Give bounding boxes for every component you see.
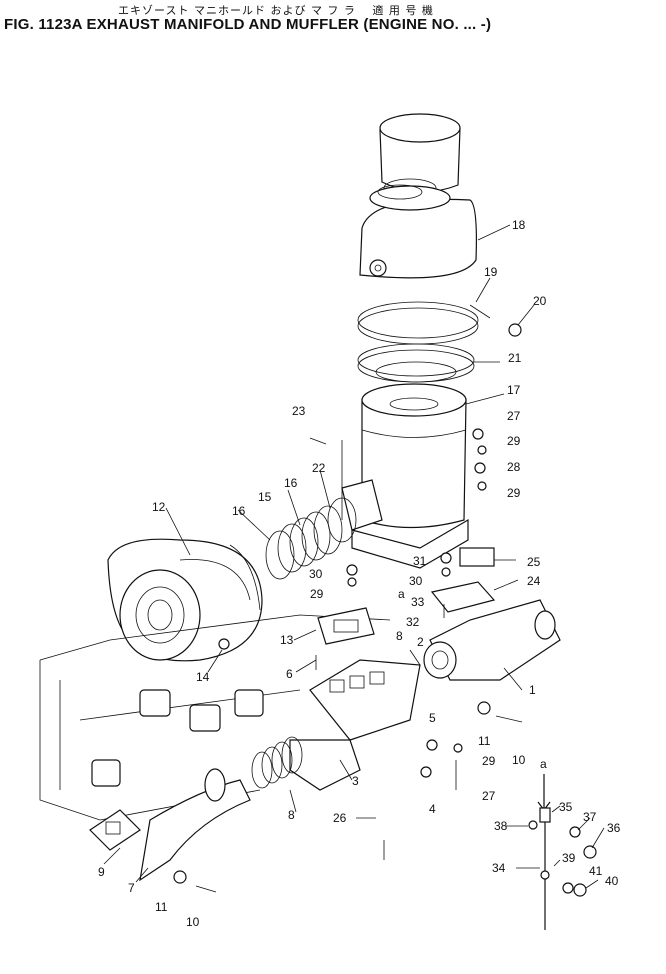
center-manifold: [289, 659, 421, 791]
callout-10-right: 10: [512, 753, 526, 767]
callout-41: 41: [589, 864, 603, 878]
callout-11-right: 11: [478, 734, 491, 748]
callout-30-left: 30: [309, 567, 323, 581]
callout-29-b: 29: [507, 486, 521, 500]
callout-35: 35: [559, 800, 573, 814]
clamp-band: [357, 301, 491, 345]
callout-28: 28: [507, 460, 521, 474]
callout-29-c: 29: [310, 587, 324, 601]
callout-27-upper: 27: [507, 409, 521, 423]
callout-20: 20: [533, 294, 547, 308]
callout-14: 14: [196, 670, 210, 684]
callout-8-lower: 8: [288, 808, 295, 822]
fasteners: [173, 323, 523, 893]
callout-4: 4: [429, 802, 436, 816]
callout-37: 37: [583, 810, 597, 824]
callout-32: 32: [406, 615, 420, 629]
callout-labels: 1 2 3 4 5 6 7 8 8 9 10 10 11 11 12 13 14…: [98, 218, 621, 929]
callout-3: 3: [352, 774, 359, 788]
callout-38: 38: [494, 819, 508, 833]
rear-manifold: [423, 599, 561, 681]
callout-22: 22: [312, 461, 326, 475]
figure-title: FIG. 1123A EXHAUST MANIFOLD AND MUFFLER …: [4, 16, 492, 33]
figure-title-japanese: エキゾースト マニホールド および マ フ ラ 適 用 号 機: [118, 4, 434, 17]
callout-33: 33: [411, 595, 425, 609]
callout-1: 1: [529, 683, 536, 697]
engine-block: [39, 614, 391, 821]
muffler-body: [341, 383, 469, 569]
callout-15: 15: [258, 490, 272, 504]
callout-26: 26: [333, 811, 347, 825]
callout-29-d: 29: [482, 754, 496, 768]
callout-13: 13: [280, 633, 294, 647]
callout-7: 7: [128, 881, 135, 895]
callout-6: 6: [286, 667, 293, 681]
callout-24: 24: [527, 574, 541, 588]
callout-40: 40: [605, 874, 619, 888]
callout-9: 9: [98, 865, 105, 879]
callout-a-upper: a: [398, 587, 405, 601]
callout-36: 36: [607, 821, 621, 835]
manifold-gasket: [317, 607, 375, 645]
callout-30-right: 30: [409, 574, 423, 588]
callout-25: 25: [527, 555, 541, 569]
callout-8-upper: 8: [396, 629, 403, 643]
leader-lines: [103, 224, 605, 889]
callout-a-lower: a: [540, 757, 547, 771]
front-manifold: [139, 736, 303, 882]
callout-31: 31: [413, 554, 427, 568]
callout-23: 23: [292, 404, 306, 418]
callout-16-left: 16: [232, 504, 246, 518]
callout-19: 19: [484, 265, 498, 279]
muffler-top-pipe: [379, 113, 461, 198]
callout-16-right: 16: [284, 476, 298, 490]
callout-39: 39: [562, 851, 576, 865]
callout-18: 18: [512, 218, 526, 232]
mounting-bracket: [430, 547, 496, 613]
muffler-cover: [359, 184, 477, 279]
callout-12: 12: [152, 500, 166, 514]
callout-29-a: 29: [507, 434, 521, 448]
callout-5: 5: [429, 711, 436, 725]
callout-27-lower: 27: [482, 789, 496, 803]
callout-10-left: 10: [186, 915, 200, 929]
turbocharger: [107, 538, 263, 662]
end-gasket: [89, 809, 141, 851]
callout-11-left: 11: [155, 900, 168, 914]
callout-2: 2: [417, 635, 424, 649]
callout-17: 17: [507, 383, 521, 397]
muffler-gasket-ring: [357, 343, 475, 383]
level-gauge-assembly: [528, 774, 597, 930]
callout-21: 21: [508, 351, 522, 365]
callout-34: 34: [492, 861, 506, 875]
